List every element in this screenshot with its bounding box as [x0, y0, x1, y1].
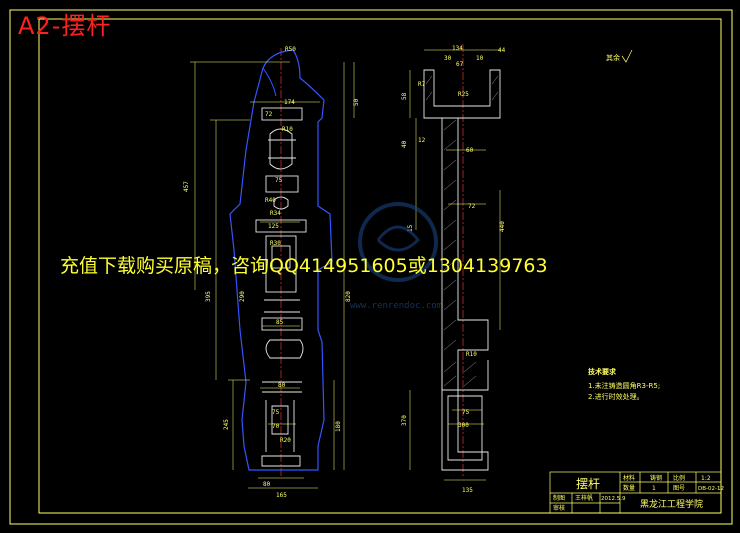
svg-text:12: 12 [418, 137, 426, 144]
svg-text:60: 60 [466, 147, 474, 154]
svg-text:R30: R30 [270, 240, 281, 247]
svg-text:72: 72 [468, 203, 476, 210]
svg-text:R34: R34 [270, 210, 281, 217]
svg-text:75: 75 [275, 177, 283, 184]
tech-req-item: 1.未注铸造圆角R3-R5; [588, 381, 660, 390]
quantity-label: 数量 [623, 484, 635, 492]
material-value: 铸钢 [650, 474, 662, 482]
inner-border [38, 18, 722, 514]
svg-text:174: 174 [284, 99, 295, 106]
front-view: 174 72 R50 R10 457 395 820 50 75 R40 R34… [183, 46, 360, 499]
svg-text:50: 50 [353, 98, 360, 106]
svg-text:R40: R40 [265, 197, 276, 204]
scale-label: 比例 [673, 474, 685, 482]
svg-text:457: 457 [183, 181, 190, 192]
scale-value: 1:2 [701, 475, 711, 482]
title-block [549, 471, 722, 514]
svg-text:40: 40 [401, 140, 408, 148]
svg-text:30: 30 [444, 55, 452, 62]
svg-text:72: 72 [265, 111, 273, 118]
svg-text:R10: R10 [466, 351, 477, 358]
svg-text:85: 85 [276, 319, 284, 326]
checker-label: 审核 [553, 504, 565, 512]
side-view: 134 44 67 30 10 58 R7 R25 40 12 60 72 44… [401, 44, 506, 494]
outer-border [9, 9, 733, 525]
svg-text:44: 44 [498, 47, 506, 54]
svg-text:67: 67 [456, 61, 464, 68]
quantity-value: 1 [652, 485, 656, 492]
drawing-no-label: 图号 [673, 485, 685, 492]
part-name: 摆杆 [576, 477, 600, 491]
tech-req-item: 2.进行时效处理。 [588, 392, 644, 401]
svg-text:15: 15 [407, 224, 414, 232]
svg-text:70: 70 [272, 423, 280, 430]
watermark-text: 充值下载购买原稿，咨询QQ414951605或1304139763 [60, 255, 548, 277]
svg-text:80: 80 [263, 481, 271, 488]
svg-text:58: 58 [401, 92, 408, 100]
svg-text:300: 300 [458, 422, 469, 429]
roughness-note: 其余 [606, 54, 620, 62]
svg-text:10: 10 [476, 55, 484, 62]
svg-text:440: 440 [499, 221, 506, 232]
drawing-no-value: DB-02-12 [698, 486, 724, 492]
svg-text:245: 245 [223, 419, 230, 430]
roughness-symbol [621, 49, 633, 63]
svg-text:180: 180 [335, 421, 342, 432]
svg-text:125: 125 [268, 223, 279, 230]
watermark-logo-text: www.renrendoc.com [350, 301, 442, 311]
svg-text:R50: R50 [285, 46, 296, 53]
designer-label: 制图 [553, 494, 565, 502]
technical-requirements: 技术要求 1.未注铸造圆角R3-R5; 2.进行时效处理。 [588, 367, 660, 401]
svg-text:820: 820 [345, 291, 352, 302]
material-label: 材料 [623, 474, 635, 482]
sheet-label: A2-摆杆 [18, 12, 112, 40]
svg-text:R25: R25 [458, 91, 469, 98]
svg-text:165: 165 [276, 492, 287, 499]
svg-text:R7: R7 [418, 81, 426, 88]
svg-text:134: 134 [452, 45, 463, 52]
svg-text:75: 75 [272, 409, 280, 416]
svg-text:80: 80 [278, 382, 286, 389]
svg-text:370: 370 [401, 415, 408, 426]
watermark-logo: www.renrendoc.com [350, 202, 442, 311]
svg-text:R20: R20 [280, 437, 291, 444]
svg-text:R10: R10 [282, 126, 293, 133]
designer-value: 王梓帆 [575, 494, 593, 502]
svg-text:75: 75 [462, 409, 470, 416]
svg-text:290: 290 [239, 291, 246, 302]
tech-req-title: 技术要求 [588, 367, 617, 376]
date-value: 2012.5.9 [601, 496, 626, 502]
school-name: 黑龙江工程学院 [640, 498, 703, 510]
svg-text:135: 135 [462, 487, 473, 494]
svg-text:395: 395 [205, 291, 212, 302]
title-block-text: 摆杆 材料 铸钢 比例 1:2 数量 1 图号 DB-02-12 制图 王梓帆 … [553, 474, 724, 512]
